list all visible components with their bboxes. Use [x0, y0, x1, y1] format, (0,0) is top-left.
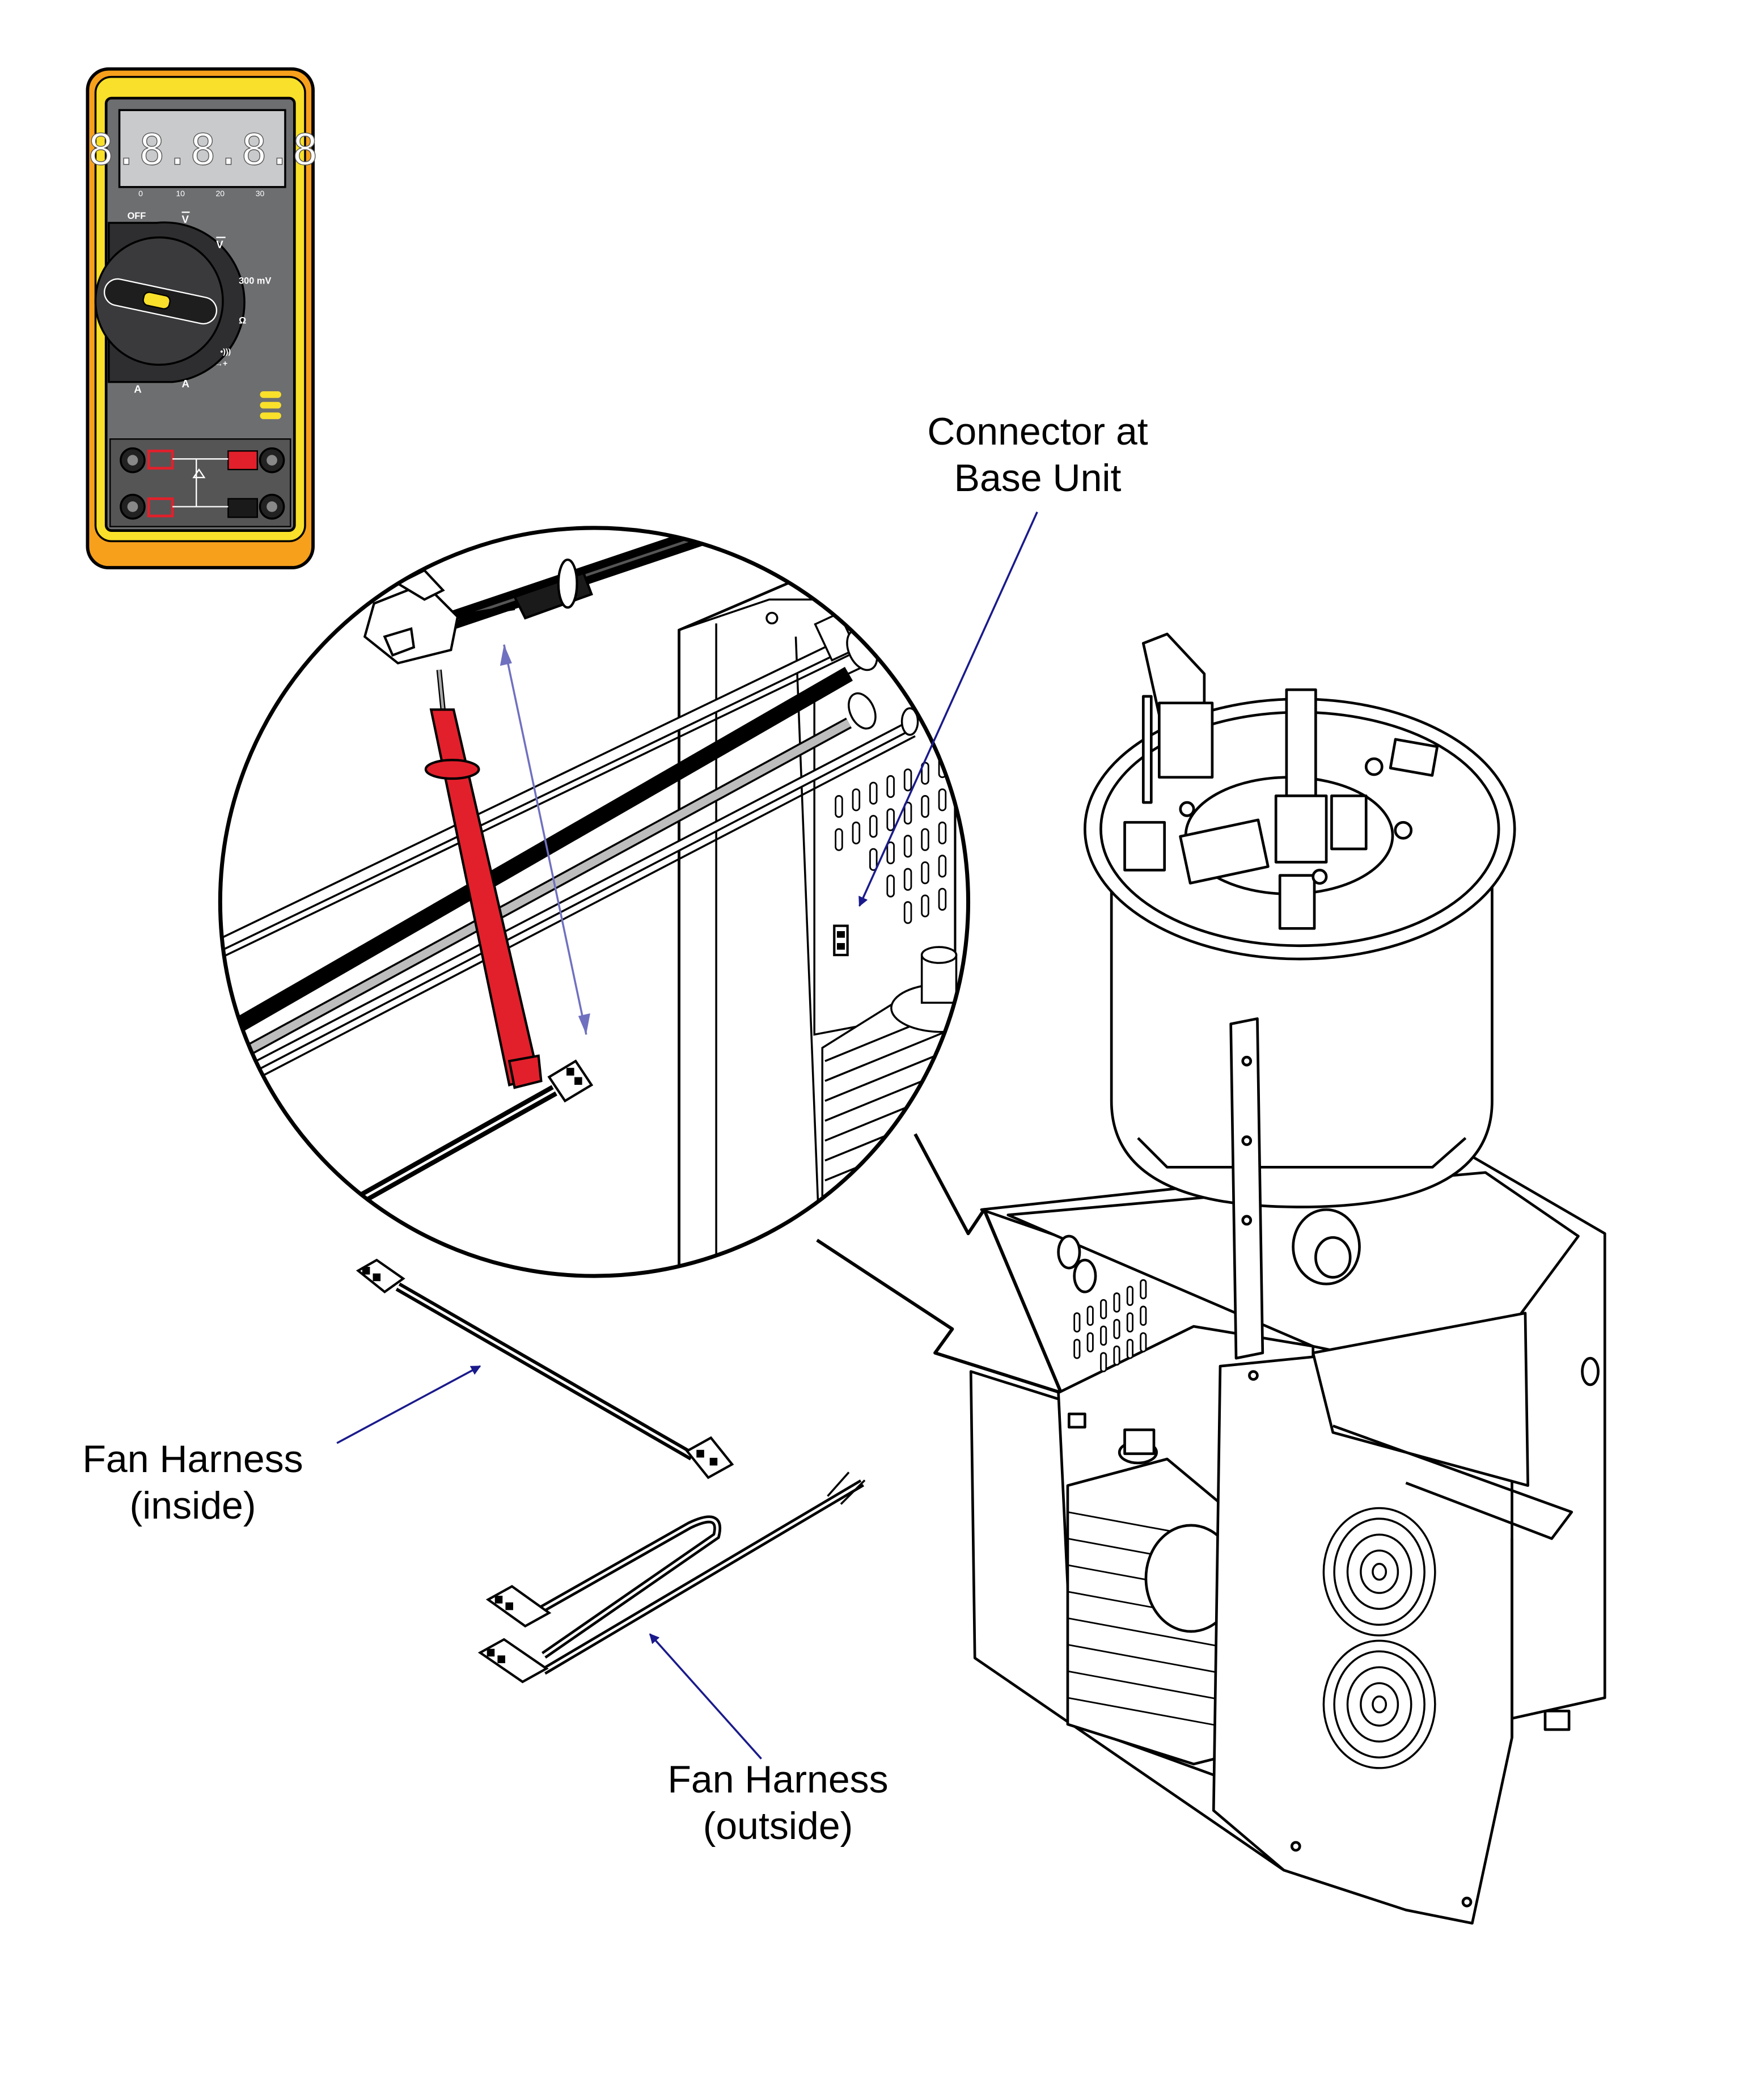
multimeter: 8.8.8.8.8 0 10 20 30 OFF V V 300 mV Ω •)… [86, 67, 318, 570]
callout-fan-outside-line2: (outside) [703, 1804, 853, 1847]
harness-plug-in-circle [547, 1059, 594, 1103]
dial-label-ac-amps: A [181, 378, 189, 390]
base-unit-connector [833, 924, 849, 957]
dial-label-off: OFF [128, 211, 146, 221]
meter-jacks [109, 438, 291, 527]
callout-fan-inside-line2: (inside) [129, 1484, 256, 1527]
black-jack-insert [227, 498, 258, 518]
dial-label-ac-volts: V [181, 213, 189, 225]
svg-text:20: 20 [216, 189, 225, 198]
callout-connector-at-base-unit: Connector at Base Unit [907, 408, 1168, 501]
lcd-digits: 8.8.8.8.8 [88, 125, 318, 175]
fan-harness-outside [477, 1472, 866, 1684]
leader-arrows [336, 511, 1038, 1760]
dial-label-millivolts: 300 mV [239, 276, 271, 286]
callout-connector-line1: Connector at [927, 410, 1148, 453]
fan-harness-inside [356, 1258, 734, 1479]
dial-label-dc-amps: A [134, 383, 142, 395]
measurement-arrow [503, 644, 587, 1035]
svg-text:0: 0 [138, 189, 143, 198]
callout-fan-harness-inside: Fan Harness (inside) [62, 1436, 323, 1529]
magnified-detail [218, 526, 1063, 1394]
callout-fan-outside-line1: Fan Harness [667, 1758, 889, 1801]
lcd-display [118, 109, 286, 188]
dial-label-continuity: •))) [220, 347, 231, 356]
probe-clip [363, 558, 593, 665]
vent-slots [835, 755, 947, 924]
connector-leader [858, 511, 1038, 907]
callout-fan-harness-outside: Fan Harness (outside) [648, 1756, 908, 1849]
base-unit-machine [969, 632, 1606, 1925]
test-probe [424, 669, 543, 1089]
fan-inside-leader [336, 1365, 481, 1444]
callout-fan-inside-line1: Fan Harness [82, 1438, 303, 1481]
dial-pointer [142, 291, 171, 310]
dial-label-ohms: Ω [239, 316, 246, 326]
svg-text:10: 10 [176, 189, 185, 198]
rear-fans [1322, 1507, 1436, 1769]
dial-label-diode: →+ [215, 359, 227, 368]
dial-label-dc-volts: V [216, 238, 223, 250]
lcd-scale: 0 10 20 30 [138, 189, 264, 198]
red-jack-insert [227, 450, 258, 471]
svg-text:30: 30 [256, 189, 265, 198]
callout-connector-line2: Base Unit [954, 456, 1122, 500]
fan-outside-leader [649, 1633, 762, 1760]
